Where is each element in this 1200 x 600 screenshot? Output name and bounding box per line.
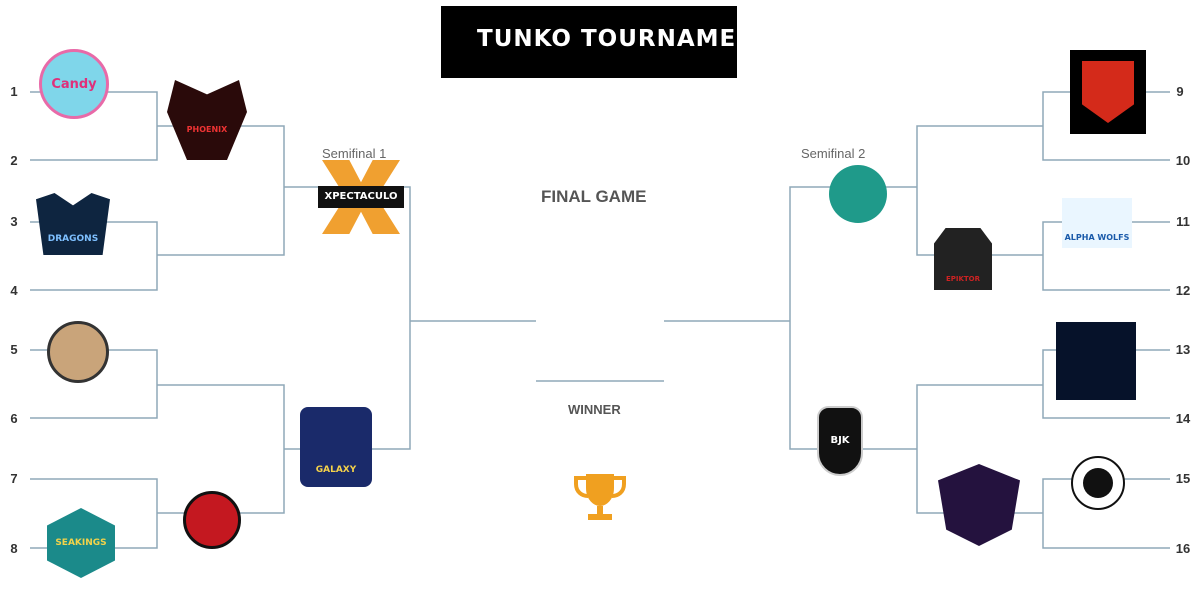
seed-5: 5 [10,342,18,357]
seed-3: 3 [10,214,18,229]
team-logo-panda [1071,456,1125,510]
team-logo-xpectaculo-banner: XPECTACULO [318,186,404,208]
seed-16: 16 [1175,541,1191,556]
team-logo-epiktor: EPIKTOR [934,228,992,290]
final-game-label: FINAL GAME [541,187,647,206]
team-logo-gorilla [938,464,1020,546]
team-logo-pirate [47,321,109,383]
team-logo-seakings: SEAKINGS [47,508,115,578]
team-logo-bjk: BJK [817,406,863,476]
seed-12: 12 [1175,283,1191,298]
seed-13: 13 [1175,342,1191,357]
seed-10: 10 [1175,153,1191,168]
tournament-title: TUNKO TOURNAMEN [477,26,737,52]
team-logo-fire [1070,50,1146,134]
seed-2: 2 [10,153,18,168]
tournament-title-banner: TUNKO TOURNAMEN [441,6,737,78]
seed-15: 15 [1175,471,1191,486]
seed-7: 7 [10,471,18,486]
seed-6: 6 [10,411,18,426]
seed-1: 1 [10,84,18,99]
seed-14: 14 [1175,411,1191,426]
winner-label: WINNER [568,402,621,417]
team-logo-red-team [183,491,241,549]
seed-9: 9 [1176,84,1184,99]
seed-4: 4 [10,283,18,298]
semifinal-1-label: Semifinal 1 [322,146,387,161]
team-logo-blue-shark [1056,322,1136,400]
seed-11: 11 [1176,214,1190,229]
team-logo-alpha-wolfs: ALPHA WOLFS [1062,198,1132,248]
fire-shield-icon [1082,61,1134,123]
team-logo-galaxy: GALAXY [300,407,372,487]
semifinal-2-label: Semifinal 2 [801,146,866,161]
team-logo-candy: Candy [39,49,109,119]
trophy-icon [574,474,626,520]
team-logo-claw [829,165,887,223]
seed-8: 8 [10,541,18,556]
panda-face-icon [1083,468,1113,498]
